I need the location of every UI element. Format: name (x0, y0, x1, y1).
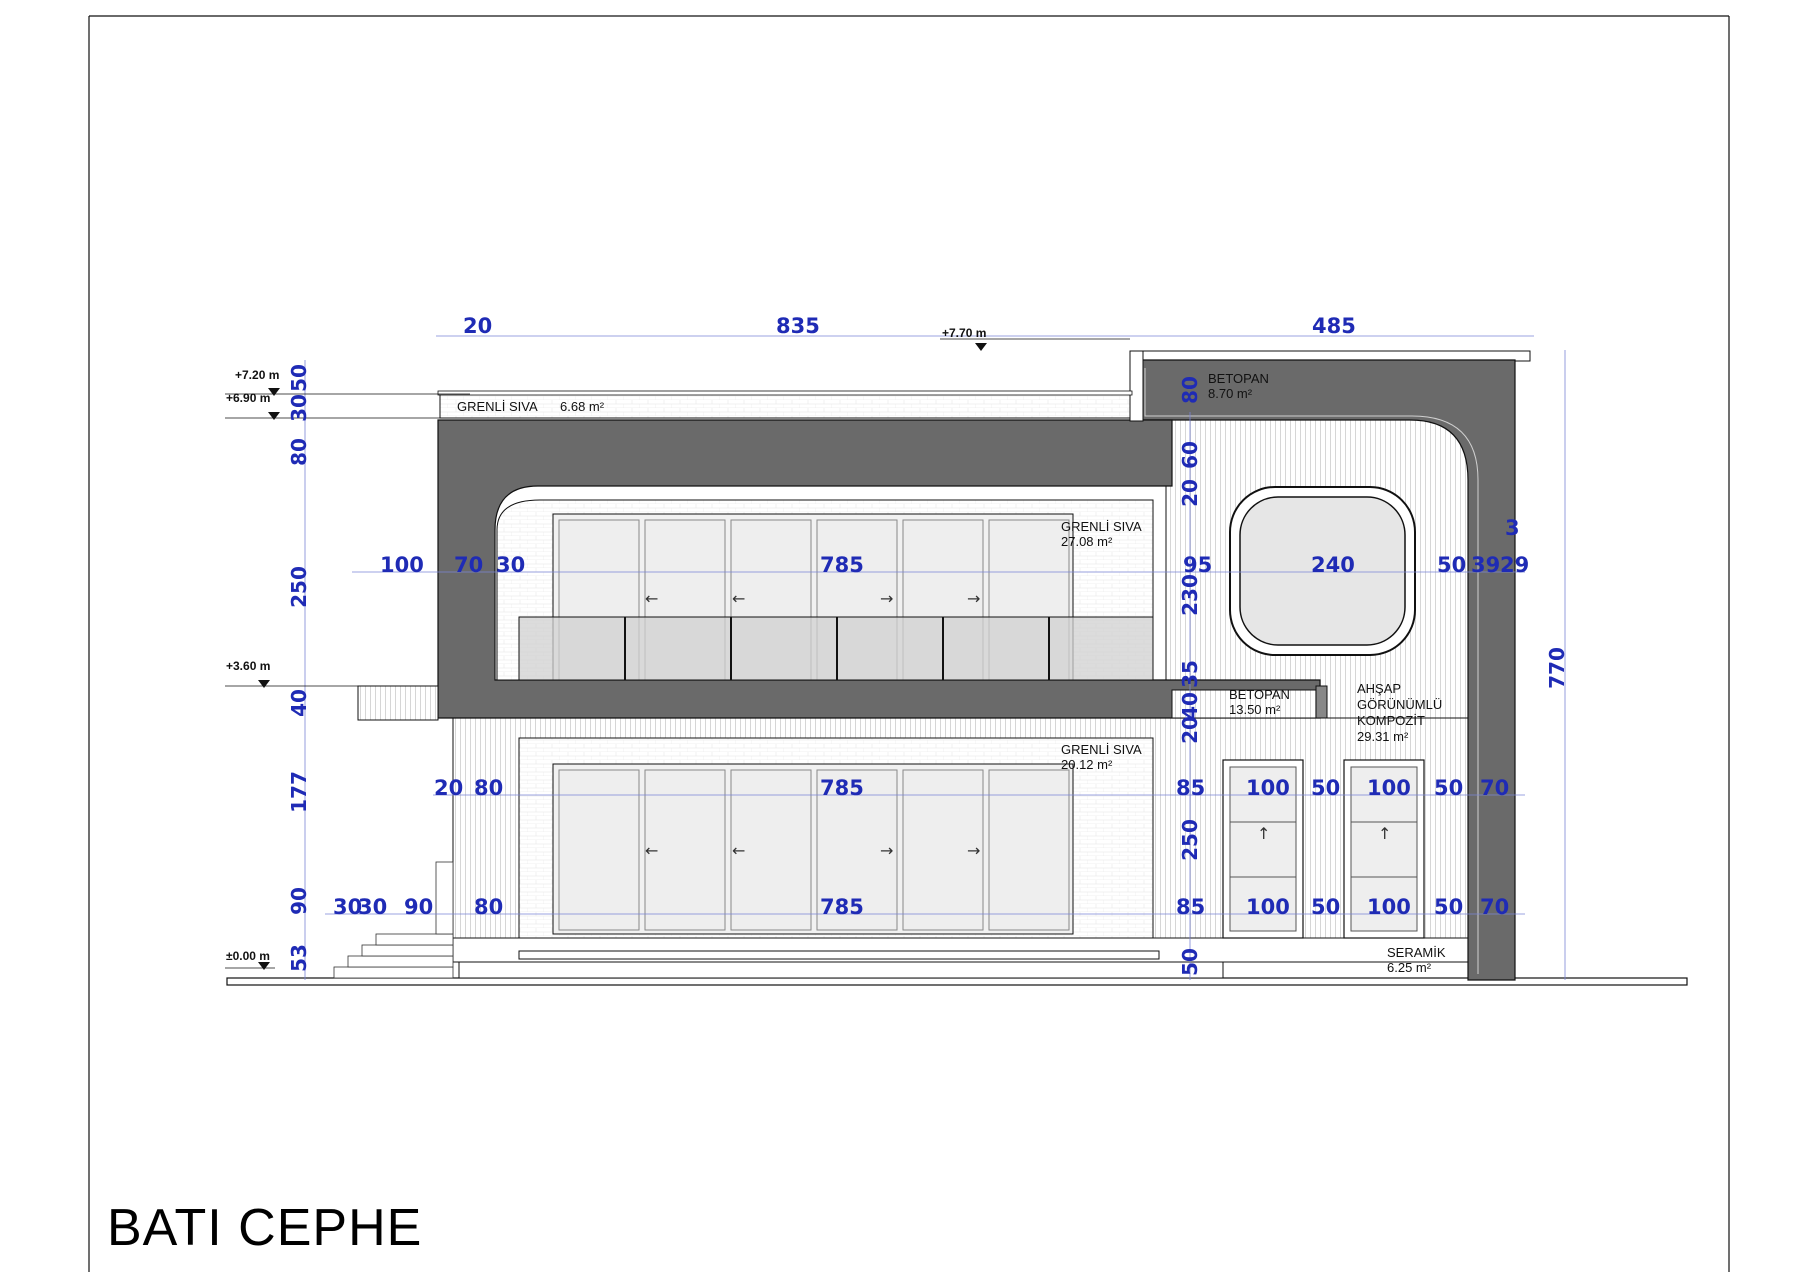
arrow-left-1: ← (645, 589, 658, 608)
dark-frame (437, 350, 1531, 981)
dim-v-40: 40 (287, 689, 311, 717)
dim-b-785: 785 (820, 895, 864, 919)
level-360: +3.60 m (226, 659, 270, 673)
dimension-numbers: 20 835 485 100 70 30 785 95 240 50 39 29… (333, 314, 1529, 919)
dim-lo-85: 85 (1176, 776, 1205, 800)
dim-b-30b: 30 (358, 895, 387, 919)
dim-b-50a: 50 (1311, 895, 1340, 919)
sliding-arrows: ← ← → → ← ← → → ↑ ↑ (645, 589, 1391, 860)
arrow-right-2: → (967, 589, 980, 608)
dim-v-177: 177 (287, 771, 311, 813)
ahsap-label-1: AHŞAP (1357, 681, 1401, 696)
dim-lo-20: 20 (434, 776, 463, 800)
upper-window-recess (496, 499, 1154, 681)
arrow-up-1: ↑ (1257, 824, 1270, 843)
arrow-right-4: → (967, 841, 980, 860)
dim-v-250: 250 (287, 566, 311, 608)
dim-up-70: 70 (454, 553, 483, 577)
level-markers: +7.20 m +6.90 m +3.60 m ±0.00 m +7.70 m (225, 326, 1130, 970)
grenli-upper-area: 27.08 m² (1061, 534, 1113, 549)
vertical-dimensions: 50 30 80 250 40 177 90 53 80 60 20 230 3… (287, 364, 1569, 976)
dim-b-85: 85 (1176, 895, 1205, 919)
balcony-slab (357, 685, 439, 721)
dim-lo-50b: 50 (1434, 776, 1463, 800)
sheet-frame (88, 15, 1730, 1272)
dim-b-100b: 100 (1367, 895, 1411, 919)
grenli-top-label: GRENLİ SIVA (457, 399, 538, 414)
arrow-left-4: ← (732, 841, 745, 860)
dim-v-30: 30 (287, 394, 311, 422)
betopan-mid-label: BETOPAN (1229, 687, 1290, 702)
dim-lo-50a: 50 (1311, 776, 1340, 800)
dim-b-30a: 30 (333, 895, 362, 919)
dim-v-90: 90 (287, 887, 311, 915)
dim-b-80: 80 (474, 895, 503, 919)
dim-c-20: 20 (1178, 479, 1202, 507)
dim-top-20: 20 (463, 314, 492, 338)
arrow-right-1: → (880, 589, 893, 608)
dim-c-20b: 20 (1178, 716, 1202, 744)
dim-c-60: 60 (1178, 441, 1202, 469)
dim-up-95: 95 (1183, 553, 1212, 577)
betopan-mid-area: 13.50 m² (1229, 702, 1281, 717)
drawing-title: BATI CEPHE (107, 1199, 423, 1257)
level-720: +7.20 m (235, 368, 279, 382)
level-000: ±0.00 m (226, 949, 270, 963)
entrance-steps (333, 861, 454, 979)
seramik-label: SERAMİK (1387, 945, 1446, 960)
dim-b-70: 70 (1480, 895, 1509, 919)
level-690: +6.90 m (226, 391, 270, 405)
level-770: +7.70 m (942, 326, 986, 340)
dim-c-250: 250 (1178, 819, 1202, 861)
dim-up-785: 785 (820, 553, 864, 577)
ahsap-label-2: GÖRÜNÜMLÜ (1357, 697, 1442, 712)
dim-up-100: 100 (380, 553, 424, 577)
dim-up-3: 3 (1505, 516, 1520, 540)
dim-up-30: 30 (496, 553, 525, 577)
arrow-up-2: ↑ (1378, 824, 1391, 843)
betopan-top-area: 8.70 m² (1208, 386, 1253, 401)
dim-c-35: 35 (1178, 660, 1202, 688)
dimension-lines (304, 335, 1566, 980)
dim-c-40: 40 (1178, 692, 1202, 720)
betopan-top-label: BETOPAN (1208, 371, 1269, 386)
dim-r-770: 770 (1545, 647, 1569, 689)
dim-lo-100b: 100 (1367, 776, 1411, 800)
arrow-left-2: ← (732, 589, 745, 608)
dim-v-53: 53 (287, 944, 311, 972)
dim-b-50b: 50 (1434, 895, 1463, 919)
material-labels: GRENLİ SIVA 6.68 m² BETOPAN 8.70 m² GREN… (457, 371, 1446, 975)
dim-c-230: 230 (1178, 574, 1202, 616)
dim-c-80: 80 (1178, 376, 1202, 404)
grenli-upper-label: GRENLİ SIVA (1061, 519, 1142, 534)
dim-up-39: 39 (1471, 553, 1500, 577)
dim-v-80: 80 (287, 438, 311, 466)
dim-c-50: 50 (1178, 948, 1202, 976)
rounded-window (1229, 486, 1416, 656)
dim-b-100a: 100 (1246, 895, 1290, 919)
ahsap-area: 29.31 m² (1357, 729, 1409, 744)
dim-top-835: 835 (776, 314, 820, 338)
dim-up-50: 50 (1437, 553, 1466, 577)
dim-lo-70: 70 (1480, 776, 1509, 800)
dim-top-485: 485 (1312, 314, 1356, 338)
dim-up-29: 29 (1500, 553, 1529, 577)
roof-parapet (437, 390, 1133, 419)
dim-b-90: 90 (404, 895, 433, 919)
dim-v-50: 50 (287, 364, 311, 392)
dim-lo-785: 785 (820, 776, 864, 800)
dim-up-240: 240 (1311, 553, 1355, 577)
arrow-right-3: → (880, 841, 893, 860)
grenli-lower-area: 20.12 m² (1061, 757, 1113, 772)
ahsap-label-3: KOMPOZİT (1357, 713, 1425, 728)
right-doors (1222, 759, 1425, 939)
lower-window-recess (518, 737, 1154, 939)
dim-lo-80: 80 (474, 776, 503, 800)
grenli-top-area: 6.68 m² (560, 399, 605, 414)
dim-lo-100a: 100 (1246, 776, 1290, 800)
grenli-lower-label: GRENLİ SIVA (1061, 742, 1142, 757)
arrow-left-3: ← (645, 841, 658, 860)
seramik-area: 6.25 m² (1387, 960, 1432, 975)
